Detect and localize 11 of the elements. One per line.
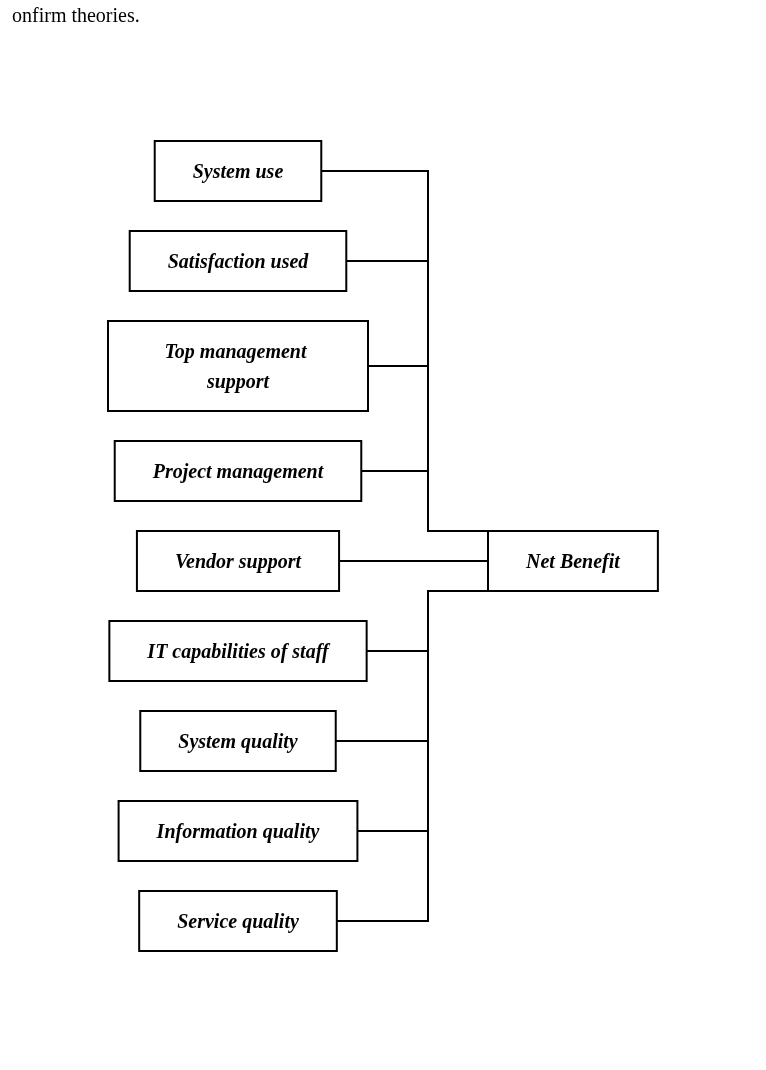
node-box: Net Benefit xyxy=(487,530,659,592)
node-box: Information quality xyxy=(117,800,359,862)
node-box: Project management xyxy=(113,440,363,502)
node-box: Satisfaction used xyxy=(128,230,348,292)
node-box: IT capabilities of staff xyxy=(108,620,368,682)
body-text: onfirm theories. xyxy=(12,4,141,27)
node-box: System use xyxy=(153,140,323,202)
node-box: Top management support xyxy=(107,320,370,412)
node-box: System quality xyxy=(139,710,337,772)
node-box: Service quality xyxy=(138,890,338,952)
node-box: Vendor support xyxy=(136,530,341,592)
